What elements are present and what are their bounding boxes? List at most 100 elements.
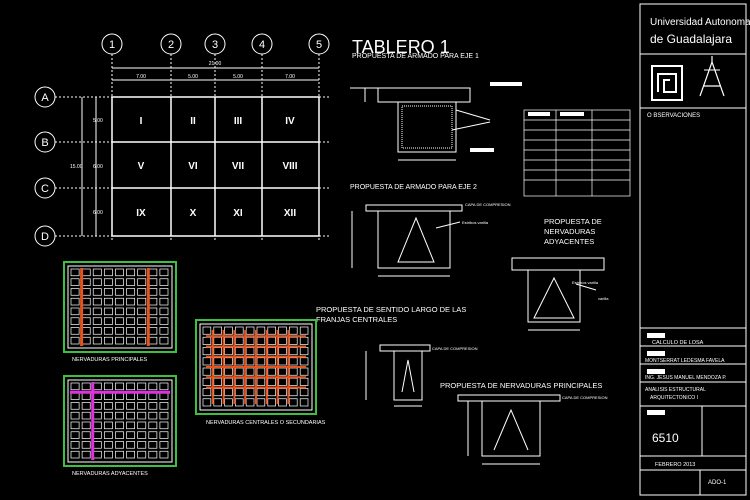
waffle-cell [202, 367, 212, 376]
waffle-cell [137, 411, 147, 420]
plan-inner-border [67, 265, 173, 349]
waffle-cell [267, 398, 276, 407]
waffle-cell [103, 317, 113, 325]
waffle-cell [245, 398, 255, 407]
waffle-cell [224, 336, 233, 345]
waffle-cell [267, 388, 276, 397]
university-name-2: de Guadalajara [650, 32, 732, 46]
waffle-cell [115, 307, 124, 316]
waffle-cell [299, 398, 309, 407]
panel-label: IX [136, 208, 146, 219]
waffle-cell [202, 336, 212, 345]
waffle-cell [159, 421, 169, 430]
waffle-cell [115, 327, 124, 335]
waffle-cell [103, 402, 113, 410]
label-bar [647, 410, 665, 415]
dim-top-1: 7.00 [136, 74, 146, 80]
waffle-cell [126, 278, 136, 286]
waffle-cell [126, 450, 136, 459]
waffle-cell [159, 307, 169, 316]
course-line-2: ARQUITECTONICO I [650, 395, 698, 401]
axis-label-5: 5 [316, 39, 322, 51]
waffle-cell [137, 392, 147, 400]
waffle-cell [92, 297, 102, 306]
waffle-cell [81, 268, 91, 277]
waffle-cell [126, 402, 136, 410]
panel-label: I [140, 116, 143, 127]
waffle-cell [137, 431, 147, 439]
table-header [560, 112, 584, 116]
waffle-cell [235, 347, 244, 356]
waffle-cell [92, 441, 102, 449]
waffle-cell [235, 336, 244, 345]
waffle-cell [126, 297, 136, 306]
teacher-name: ING. JESUS MANUEL MENDOZA P. [645, 375, 726, 381]
waffle-cell [289, 326, 298, 335]
waffle-cell [202, 377, 212, 386]
waffle-cell [126, 327, 136, 335]
waffle-cell [278, 367, 287, 376]
waffle-cell [148, 411, 158, 420]
adyacentes-title-3: ADYACENTES [544, 237, 594, 246]
waffle-cell [213, 377, 222, 386]
waffle-cell [235, 367, 244, 376]
waffle-cell [115, 450, 124, 459]
rebar-note-bar [490, 82, 522, 86]
waffle-cell [70, 336, 80, 345]
waffle-cell [159, 336, 169, 345]
waffle-cell [256, 367, 266, 376]
waffle-cell [213, 336, 222, 345]
waffle-cell [81, 421, 91, 430]
waffle-cell [103, 297, 113, 306]
waffle-cell [289, 357, 298, 366]
waffle-cell [159, 441, 169, 449]
waffle-cell [126, 307, 136, 316]
waffle-cell [299, 377, 309, 386]
waffle-cell [92, 288, 102, 296]
plan-inner-border [199, 323, 313, 411]
waffle-cell [70, 297, 80, 306]
central-rib [206, 386, 306, 389]
waffle-cell [103, 278, 113, 286]
waffle-cell [70, 431, 80, 439]
waffle-cell [103, 411, 113, 420]
waffle-cell [70, 307, 80, 316]
waffle-cell [278, 326, 287, 335]
waffle-cell [70, 268, 80, 277]
waffle-cell [137, 288, 147, 296]
waffle-cell [224, 377, 233, 386]
section-sentido-largo [365, 344, 431, 407]
plan-inner-border [67, 379, 173, 463]
stirrup-label: Estribos varilla [462, 220, 489, 225]
waffle-cell [103, 431, 113, 439]
waffle-cell [81, 402, 91, 410]
waffle-cell [137, 441, 147, 449]
section-principales [457, 394, 561, 465]
waffle-cell [148, 297, 158, 306]
waffle-cell [126, 411, 136, 420]
waffle-cell [245, 367, 255, 376]
waffle-cell [103, 441, 113, 449]
waffle-cell [256, 336, 266, 345]
waffle-cell [159, 317, 169, 325]
rebar-label: varilla [598, 296, 609, 301]
panel-label: VII [232, 161, 244, 172]
waffle-cell [126, 431, 136, 439]
waffle-cell [81, 441, 91, 449]
waffle-cell [148, 441, 158, 449]
waffle-cell [92, 382, 102, 391]
waffle-cell [148, 402, 158, 410]
axis-label-1: 1 [109, 39, 115, 51]
waffle-cell [256, 357, 266, 366]
waffle-cell [148, 307, 158, 316]
panel-label: IV [285, 116, 295, 127]
central-rib [206, 366, 306, 368]
waffle-cell [278, 336, 287, 345]
waffle-cell [159, 268, 169, 277]
adyacentes-title-1: PROPUESTA DE [544, 217, 602, 226]
waffle-cell [137, 268, 147, 277]
plan-nervaduras-centrales [195, 319, 317, 415]
waffle-cell [103, 382, 113, 391]
waffle-cell [267, 347, 276, 356]
waffle-cell [289, 388, 298, 397]
